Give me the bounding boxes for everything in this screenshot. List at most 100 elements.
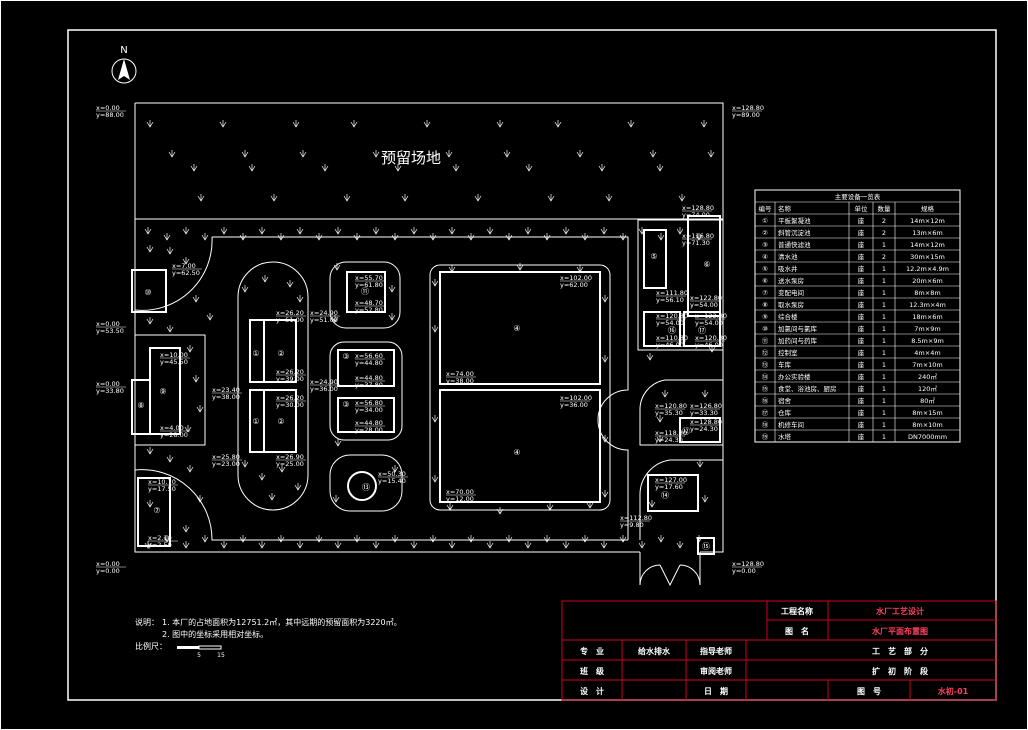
plant-mark xyxy=(600,227,608,235)
equipment-table-cell: 1 xyxy=(882,373,886,381)
stage-label: 扩 初 阶 段 xyxy=(872,666,928,676)
plant-mark xyxy=(638,541,646,549)
coordinate-callout: x=10.00y=45.50 xyxy=(160,351,190,366)
equipment-table-cell: 座 xyxy=(858,324,865,333)
section-label: 工 艺 部 分 xyxy=(872,646,928,656)
coordinate-callout: x=111.80y=56.10 xyxy=(656,289,688,304)
coordinate-callout: x=25.80y=23.00 xyxy=(212,453,242,468)
plant-mark xyxy=(186,345,194,353)
building-number-label: ⑤ xyxy=(650,252,657,261)
water-tower xyxy=(347,471,377,501)
equipment-table-cell: 7m×9m xyxy=(914,325,940,333)
coordinate-x: x=128.80 xyxy=(690,418,722,426)
plant-mark xyxy=(486,227,494,235)
equipment-table-header: 单位 xyxy=(855,204,869,213)
notes-line-2: 2. 图中的坐标采用相对坐标。 xyxy=(162,629,268,639)
plant-mark xyxy=(196,405,204,413)
plant-mark xyxy=(431,415,439,423)
equipment-table-cell: 13m×6m xyxy=(912,229,943,237)
coordinate-x: x=48.70 xyxy=(355,299,383,307)
plant-mark xyxy=(270,194,278,202)
coordinate-x: x=110.80 xyxy=(656,334,688,342)
plant-mark xyxy=(321,164,329,172)
coordinate-callout: x=128.80y=89.00 xyxy=(732,104,764,119)
plant-mark xyxy=(258,541,266,549)
coordinate-callout: x=128.80y=0.00 xyxy=(732,560,764,575)
plant-mark xyxy=(353,535,361,543)
road-inner xyxy=(212,236,629,540)
plant-mark xyxy=(605,194,613,202)
equipment-table-cell: 吸水井 xyxy=(778,264,798,273)
coordinate-y: y=74.00 xyxy=(682,211,710,219)
green-belt-right xyxy=(639,379,723,446)
coordinate-y: y=54.00 xyxy=(656,319,684,327)
coordinate-y: y=53.50 xyxy=(96,327,124,335)
coordinate-x: x=0.00 xyxy=(96,380,120,388)
plant-mark xyxy=(543,535,551,543)
site-boundary-top xyxy=(135,102,724,219)
major-label: 专 业 xyxy=(580,646,604,656)
equipment-table-cell: 送水泵房 xyxy=(778,276,804,285)
coordinate-x: x=127.00 xyxy=(655,476,687,484)
building-number-label: ⑯ xyxy=(668,326,676,335)
plant-mark xyxy=(448,265,456,273)
control-room xyxy=(679,417,721,443)
coordinate-callout: x=50.30y=15.40 xyxy=(378,470,408,485)
coordinate-y: y=25.00 xyxy=(276,460,304,468)
equipment-table-cell: ⑲ xyxy=(762,433,769,441)
coordinate-y: y=2.50 xyxy=(148,541,172,549)
coordinate-x: x=128.80 xyxy=(732,560,764,568)
design-label: 设 计 xyxy=(580,686,604,696)
building-number-label: ⑩ xyxy=(144,288,151,297)
plant-mark xyxy=(516,263,524,271)
coordinate-callout: x=24.90y=51.00 xyxy=(310,309,340,324)
building-number-label: ③ xyxy=(342,352,349,361)
plant-mark xyxy=(657,535,665,543)
coordinate-callout: x=26.20y=39.00 xyxy=(276,368,306,383)
plant-mark xyxy=(598,164,606,172)
north-label: N xyxy=(120,45,127,56)
equipment-table-cell: 座 xyxy=(858,408,865,417)
building-number-label: ② xyxy=(277,349,284,358)
plant-mark xyxy=(452,164,460,172)
plant-mark xyxy=(388,285,396,293)
plant-mark xyxy=(601,435,609,443)
plant-mark xyxy=(146,447,154,455)
office-lab-building xyxy=(647,474,699,512)
equipment-table-cell: ⑧ xyxy=(762,301,768,309)
equipment-table-cell: 8m×10m xyxy=(912,421,943,429)
equipment-table-cell: ⑯ xyxy=(762,397,769,405)
equipment-table-cell: 座 xyxy=(858,300,865,309)
equipment-table-cell: 座 xyxy=(858,264,865,273)
coordinate-callout: x=74.00y=38.00 xyxy=(446,370,476,385)
coordinate-x: x=122.80 xyxy=(690,294,722,302)
coordinate-y: y=46.00 xyxy=(695,341,723,349)
plant-mark xyxy=(661,390,669,398)
pump-zone xyxy=(637,219,724,351)
coordinate-callout: x=10.70y=17.50 xyxy=(148,478,178,493)
plant-mark xyxy=(258,473,266,481)
plant-mark xyxy=(248,164,256,172)
coordinate-callouts: x=0.00y=88.00x=128.80y=89.00x=128.80y=74… xyxy=(96,104,764,575)
coordinate-x: x=0.00 xyxy=(96,104,120,112)
plant-mark xyxy=(525,164,533,172)
plant-mark xyxy=(241,150,249,158)
coordinate-callout: x=102.00y=36.00 xyxy=(560,394,592,409)
equipment-table-cell: ① xyxy=(762,217,768,225)
plant-mark xyxy=(315,535,323,543)
coordinate-y: y=62.00 xyxy=(560,281,588,289)
coordinate-callout: x=0.00y=53.50 xyxy=(96,320,126,335)
coordinate-x: x=0.00 xyxy=(96,560,120,568)
canteen xyxy=(131,379,151,435)
equipment-table-cell: 1 xyxy=(882,277,886,285)
plant-mark xyxy=(701,495,709,503)
equipment-table-cell: 仓库 xyxy=(778,408,792,417)
scale-label: 比例尺： xyxy=(135,641,167,651)
project-name-label: 工程名称 xyxy=(781,606,813,616)
plant-mark xyxy=(562,541,570,549)
equipment-table-cell: 综合楼 xyxy=(778,312,798,321)
plant-mark xyxy=(166,247,174,255)
coordinate-y: y=34.00 xyxy=(355,406,383,414)
